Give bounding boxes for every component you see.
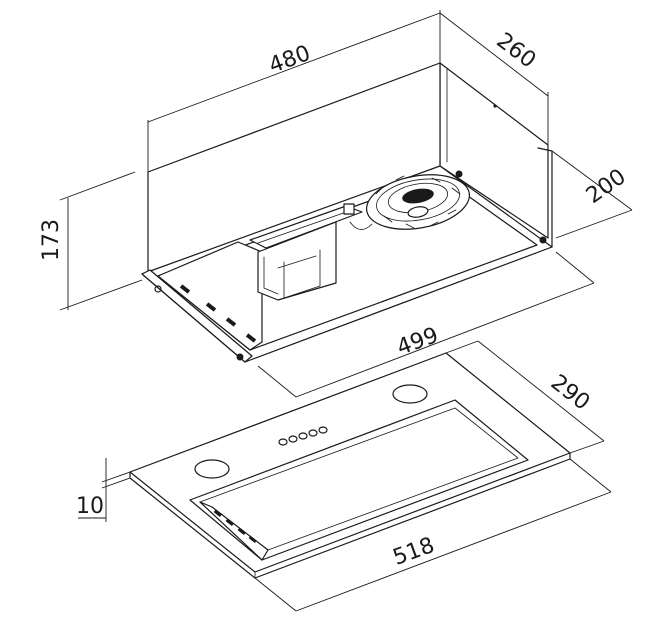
hood-body: [141, 62, 553, 363]
hood-panel: [129, 352, 571, 579]
body-front-flange: [141, 269, 253, 363]
light-left: [194, 459, 230, 479]
dim-label-518: 518: [390, 533, 438, 571]
dim-label-499: 499: [394, 323, 442, 361]
dim-label-200: 200: [582, 164, 631, 209]
dim-label-10: 10: [76, 494, 104, 519]
dim-label-260: 260: [492, 28, 541, 73]
dim-label-480: 480: [266, 41, 314, 79]
light-right: [392, 384, 428, 404]
fan-assembly: [365, 174, 471, 230]
dim-label-173: 173: [39, 219, 64, 261]
body-left-inner-panel: [157, 241, 263, 351]
dim-label-290: 290: [546, 370, 594, 416]
control-buttons: [278, 426, 328, 446]
filter-side-strip: [199, 501, 269, 561]
dimension-lines: [59, 10, 633, 612]
